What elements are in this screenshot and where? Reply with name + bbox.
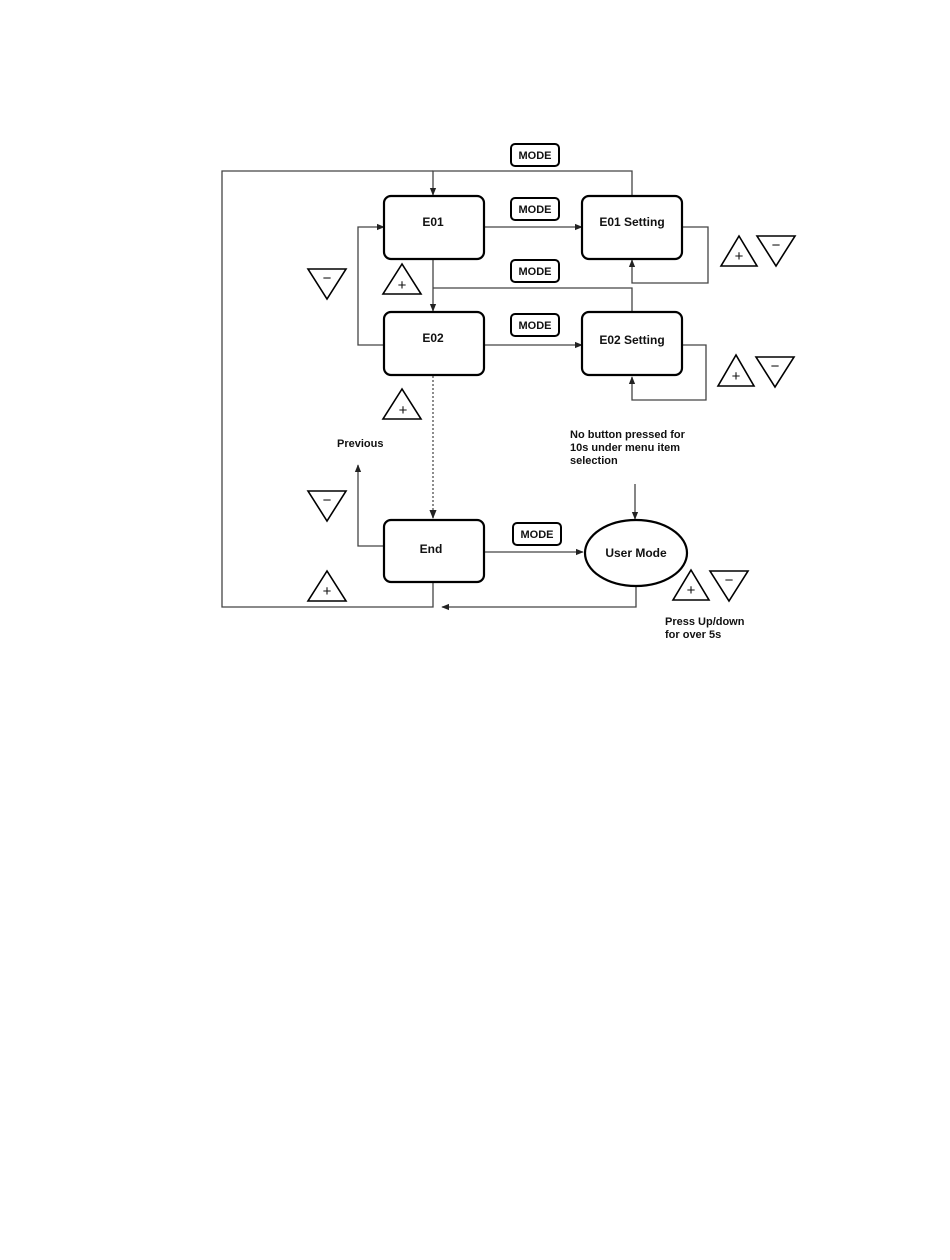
state-e02-label: E02	[422, 331, 444, 345]
mode-button: MODE	[511, 260, 559, 282]
plus-sign: +	[735, 248, 744, 265]
down-button-icon: −	[757, 236, 795, 266]
down-button-icon: −	[756, 357, 794, 387]
state-e02: E02	[384, 312, 484, 375]
plus-sign: +	[398, 277, 407, 294]
mode-button-label: MODE	[519, 266, 552, 278]
connector-e02-to-e01	[358, 227, 384, 345]
connector-e01setting-to-e01	[433, 171, 632, 196]
mode-button-label: MODE	[519, 204, 552, 216]
mode-button: MODE	[513, 523, 561, 545]
press-updown-note-line: for over 5s	[665, 629, 721, 641]
down-button-icon: −	[308, 269, 346, 299]
down-button-icon: −	[710, 571, 748, 601]
mode-button-label: MODE	[521, 529, 554, 541]
state-user-mode: User Mode	[585, 520, 687, 586]
state-e01-setting: E01 Setting	[582, 196, 682, 259]
down-button-icon: −	[308, 491, 346, 521]
mode-button-label: MODE	[519, 150, 552, 162]
up-button-icon: +	[308, 571, 346, 601]
minus-sign: −	[771, 358, 780, 375]
no-button-note-line: 10s under menu item	[570, 442, 680, 454]
state-e02-setting: E02 Setting	[582, 312, 682, 375]
press-updown-note-line: Press Up/down	[665, 616, 745, 628]
minus-sign: −	[725, 572, 734, 589]
no-button-note-line: selection	[570, 455, 618, 467]
no-button-note: No button pressed for 10s under menu ite…	[570, 429, 688, 467]
mode-button: MODE	[511, 314, 559, 336]
press-updown-note: Press Up/down for over 5s	[665, 616, 748, 641]
state-e01: E01	[384, 196, 484, 259]
up-button-icon: +	[383, 264, 421, 294]
connector-end-to-previous	[358, 465, 384, 546]
state-end-label: End	[420, 542, 443, 556]
up-button-icon: +	[718, 355, 754, 386]
plus-sign: +	[732, 368, 741, 385]
state-e01-setting-label: E01 Setting	[599, 215, 664, 229]
minus-sign: −	[772, 237, 781, 254]
state-end: End	[384, 520, 484, 582]
mode-button: MODE	[511, 198, 559, 220]
up-button-icon: +	[673, 570, 709, 600]
plus-sign: +	[323, 583, 332, 600]
state-user-mode-label: User Mode	[605, 546, 667, 560]
plus-sign: +	[687, 582, 696, 599]
state-e02-setting-label: E02 Setting	[599, 333, 664, 347]
plus-sign: +	[399, 402, 408, 419]
connector-usermode-to-outer	[442, 586, 636, 607]
connector-e02setting-to-e02	[433, 288, 632, 312]
minus-sign: −	[323, 492, 332, 509]
no-button-note-line: No button pressed for	[570, 429, 686, 441]
mode-button-label: MODE	[519, 320, 552, 332]
previous-label: Previous	[337, 438, 383, 450]
up-button-icon: +	[383, 389, 421, 419]
state-e01-label: E01	[422, 215, 444, 229]
mode-button: MODE	[511, 144, 559, 166]
minus-sign: −	[323, 270, 332, 287]
up-button-icon: +	[721, 236, 757, 266]
